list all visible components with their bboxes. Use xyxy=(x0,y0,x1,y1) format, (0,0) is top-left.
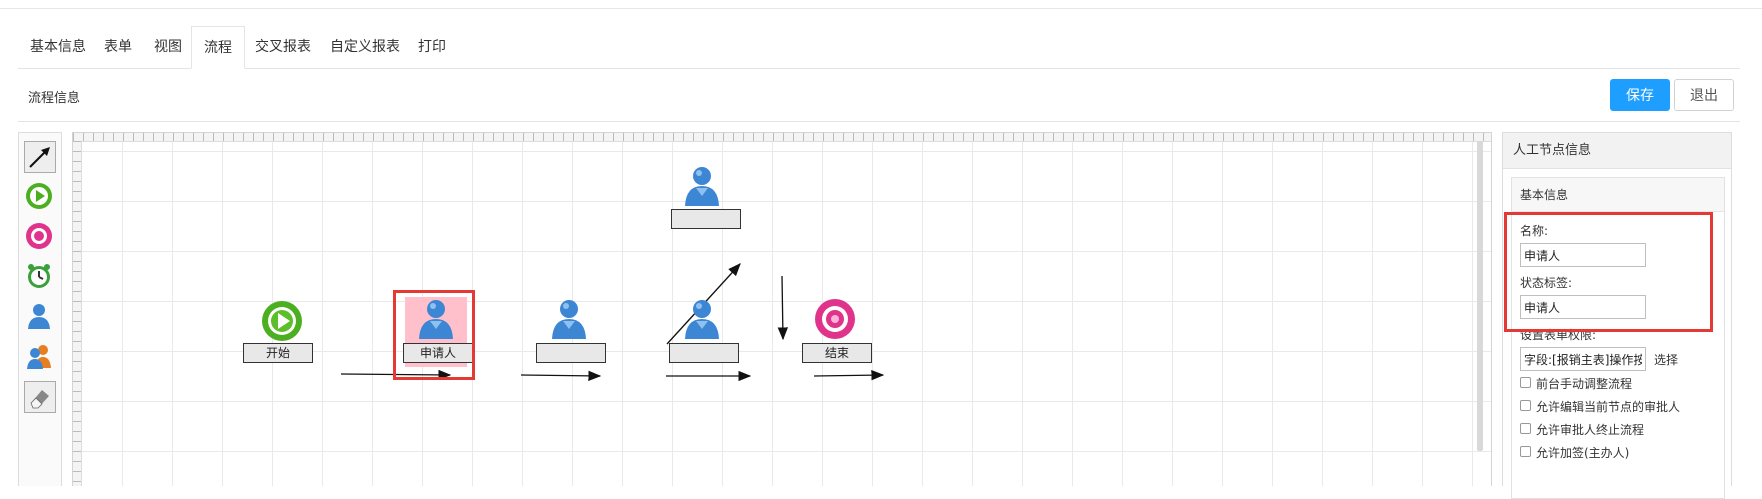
edit-approver-label: 允许编辑当前节点的审批人 xyxy=(1536,400,1681,414)
manual-adjust-label: 前台手动调整流程 xyxy=(1536,377,1633,391)
multi-user-node-icon[interactable] xyxy=(24,341,54,371)
flow-node-3-label[interactable] xyxy=(536,343,606,363)
ruler-left xyxy=(73,141,82,486)
add-signer-label: 允许加签(主办人) xyxy=(1536,446,1630,460)
end-node-icon[interactable] xyxy=(813,297,857,341)
manual-adjust-checkbox[interactable] xyxy=(1520,377,1531,388)
tab-view[interactable]: 视图 xyxy=(154,39,182,55)
flow-node-5-label[interactable] xyxy=(669,343,739,363)
terminate-flow-checkbox[interactable] xyxy=(1520,423,1531,434)
tab-basic-info[interactable]: 基本信息 xyxy=(30,39,86,55)
flow-node-4-label[interactable] xyxy=(671,209,741,229)
name-field[interactable] xyxy=(1520,243,1646,267)
timer-node-icon[interactable] xyxy=(24,261,54,291)
start-node-icon[interactable] xyxy=(24,181,54,211)
select-permission-button[interactable]: 选择 xyxy=(1654,353,1679,367)
manual-node-icon[interactable] xyxy=(24,301,54,331)
name-label: 名称: xyxy=(1520,224,1549,238)
tab-cross-report[interactable]: 交叉报表 xyxy=(255,39,311,55)
edge-n4-n5 xyxy=(777,275,789,341)
section-title: 基本信息 xyxy=(1512,178,1724,212)
panel-title: 人工节点信息 xyxy=(1503,133,1731,169)
fields-highlight-outline xyxy=(1504,212,1713,332)
edge-applicant-n3 xyxy=(520,370,602,382)
start-node-icon[interactable] xyxy=(260,299,304,343)
status-tag-label: 状态标签: xyxy=(1520,276,1573,290)
selected-node-outline xyxy=(393,290,475,380)
add-signer-checkbox[interactable] xyxy=(1520,446,1531,457)
flow-node-end-label[interactable]: 结束 xyxy=(802,343,872,363)
arrow-tool-icon[interactable] xyxy=(24,141,56,173)
flow-info-bar: 流程信息 保存 退出 xyxy=(18,69,1740,122)
status-tag-field[interactable] xyxy=(1520,295,1646,319)
edit-approver-checkbox[interactable] xyxy=(1520,400,1531,411)
flow-toolbar xyxy=(18,132,62,486)
save-button[interactable]: 保存 xyxy=(1610,79,1670,111)
node-info-panel: 人工节点信息 基本信息 名称: 状态标签: 设置表单权限: 选择 前台手动调整流… xyxy=(1502,132,1732,499)
manual-node-icon[interactable] xyxy=(547,297,591,341)
form-permission-field[interactable] xyxy=(1520,347,1646,371)
edge-n5-end xyxy=(813,369,885,381)
end-node-icon[interactable] xyxy=(24,221,54,251)
eraser-icon[interactable] xyxy=(24,381,56,413)
flow-node-applicant-label[interactable]: 申请人 xyxy=(403,343,473,363)
manual-node-icon[interactable] xyxy=(414,297,458,341)
flow-info-title: 流程信息 xyxy=(28,91,81,106)
ruler-top xyxy=(73,133,1491,142)
tab-print[interactable]: 打印 xyxy=(418,39,446,55)
top-band xyxy=(0,0,1762,9)
tab-custom-report[interactable]: 自定义报表 xyxy=(330,39,400,55)
terminate-flow-label: 允许审批人终止流程 xyxy=(1536,423,1645,437)
flow-canvas[interactable]: 开始 申请人 结束 xyxy=(72,132,1492,486)
tab-form[interactable]: 表单 xyxy=(104,39,132,55)
manual-node-icon[interactable] xyxy=(680,297,724,341)
canvas-scrollbar[interactable] xyxy=(1477,141,1483,451)
flow-node-start-label[interactable]: 开始 xyxy=(243,343,313,363)
manual-node-icon[interactable] xyxy=(680,164,724,208)
tab-flow[interactable]: 流程 xyxy=(191,26,245,69)
tab-bar: 基本信息 表单 视图 流程 交叉报表 自定义报表 打印 xyxy=(18,26,1740,69)
exit-button[interactable]: 退出 xyxy=(1674,79,1734,111)
